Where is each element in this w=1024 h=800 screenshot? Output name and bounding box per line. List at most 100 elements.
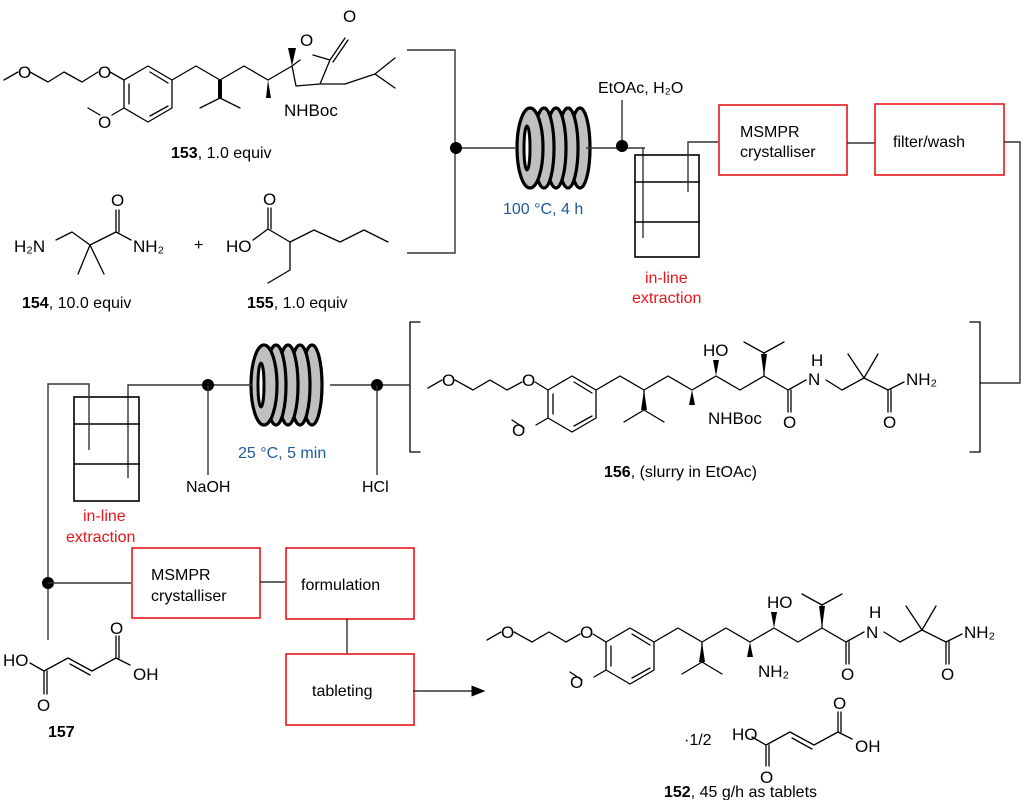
wedge-bond xyxy=(713,360,719,376)
line-reactor2-to-extraction xyxy=(127,384,252,478)
msmpr-crystalliser-1[interactable]: MSMPR crystalliser xyxy=(718,104,848,176)
wedge-bond xyxy=(288,48,296,66)
atom-ho: HO xyxy=(226,237,252,256)
vessel-outlet xyxy=(687,141,718,192)
unit-label: crystalliser xyxy=(151,588,227,605)
compound-154: H₂N NH₂ O 154, 10.0 equiv xyxy=(14,191,164,312)
filter-wash-unit[interactable]: filter/wash xyxy=(874,103,1005,176)
bracket-left xyxy=(409,321,421,453)
atom-o: O xyxy=(442,371,455,390)
atom-o: O xyxy=(760,768,773,787)
reagent-hcl: HCl xyxy=(362,479,389,496)
compound-label-155: 155, 1.0 equiv xyxy=(247,295,348,312)
reactor2-conditions: 25 °C, 5 min xyxy=(238,445,326,462)
extraction-label-1b: extraction xyxy=(632,290,701,307)
compound-label-154: 154, 10.0 equiv xyxy=(22,295,131,312)
bonds-153 xyxy=(3,37,396,123)
atom-o: O xyxy=(883,413,896,432)
wedge-bond xyxy=(266,80,271,98)
atom-nh2-amine: NH₂ xyxy=(758,662,789,681)
atom-nh2: NH₂ xyxy=(133,237,164,256)
reactor1-conditions: 100 °C, 4 h xyxy=(503,201,583,218)
atom-o: O xyxy=(111,191,124,210)
unit-box xyxy=(718,104,848,176)
atom-h2n: H₂N xyxy=(14,237,45,256)
mixing-junction xyxy=(450,142,462,154)
atom-ho: HO xyxy=(732,725,758,744)
atom-ho: HO xyxy=(767,593,793,612)
atom-o: O xyxy=(18,63,31,82)
plus-sign: + xyxy=(194,237,203,254)
unit-label: tableting xyxy=(312,683,373,700)
wedge-bond xyxy=(218,80,222,98)
compound-156: O O O NHBoc HO H N NH₂ O O 156, (slurry … xyxy=(427,341,937,481)
wedge-bond xyxy=(699,642,705,662)
atom-nhboc: NHBoc xyxy=(284,101,338,120)
salt-ratio: ·1/2 xyxy=(684,732,712,749)
extraction-label-1: in-line xyxy=(645,270,688,287)
wedge-bond xyxy=(761,354,767,376)
atom-o: O xyxy=(580,623,593,642)
compound-label-153: 153, 1.0 equiv xyxy=(171,145,272,162)
atom-oh: OH xyxy=(133,665,159,684)
bonds-fumarate xyxy=(751,711,853,767)
formulation-unit[interactable]: formulation xyxy=(285,547,415,620)
wedge-bond xyxy=(771,612,777,628)
tableting-unit[interactable]: tableting xyxy=(285,653,415,726)
atom-nh2: NH₂ xyxy=(964,623,995,642)
atom-ho: HO xyxy=(703,341,729,360)
atom-o: O xyxy=(110,619,123,638)
atom-o: O xyxy=(501,623,514,642)
inline-extraction-vessel-2[interactable] xyxy=(47,383,140,640)
bracket-right xyxy=(969,321,981,453)
reagent-junction xyxy=(616,140,628,152)
inline-extraction-vessel-1[interactable] xyxy=(634,141,718,258)
coil-hole xyxy=(256,361,266,409)
wedge-bond xyxy=(641,390,647,410)
atom-o: O xyxy=(522,371,535,390)
line-to-extraction-1 xyxy=(586,147,645,238)
unit-box xyxy=(131,547,261,619)
atom-o: O xyxy=(941,665,954,684)
atom-o: O xyxy=(263,190,276,209)
atom-o: O xyxy=(783,413,796,432)
atom-o: O xyxy=(570,673,583,692)
atom-n: N xyxy=(866,623,878,642)
unit-box xyxy=(874,103,1005,176)
coil-reactor-1[interactable] xyxy=(515,106,592,190)
wedge-bond xyxy=(689,390,695,405)
atom-nh2: NH₂ xyxy=(906,370,937,389)
atom-o: O xyxy=(37,696,50,715)
atom-o: O xyxy=(98,113,111,132)
line-filter-to-156 xyxy=(980,141,1021,384)
vessel-outlet xyxy=(47,383,90,640)
wedge-bond xyxy=(819,606,825,628)
compound-label-156: 156, (slurry in EtOAc) xyxy=(604,464,757,481)
atom-h: H xyxy=(811,351,823,370)
coil-reactor-2[interactable] xyxy=(249,343,324,427)
atom-oh: OH xyxy=(855,737,881,756)
compound-label-152: 152, 45 g/h as tablets xyxy=(664,784,817,800)
atom-nhboc: NHBoc xyxy=(708,409,762,428)
atom-o: O xyxy=(343,7,356,26)
bonds-156 xyxy=(427,341,905,433)
unit-box xyxy=(285,653,415,726)
extraction-label-2: in-line xyxy=(83,508,126,525)
unit-label: crystalliser xyxy=(740,144,816,161)
atom-o: O xyxy=(98,63,111,82)
unit-label: MSMPR xyxy=(151,567,211,584)
compound-153: O O O O O NHBoc 153, 1.0 equiv xyxy=(3,7,396,162)
atom-o: O xyxy=(833,694,846,713)
atom-o: O xyxy=(300,31,313,50)
coil-hole xyxy=(522,124,532,172)
atom-ho: HO xyxy=(3,651,29,670)
vessel-body xyxy=(73,396,140,502)
compound-155: HO O 155, 1.0 equiv xyxy=(226,190,389,312)
atom-h: H xyxy=(869,603,881,622)
unit-box xyxy=(285,547,415,620)
bonds-152 xyxy=(486,593,963,685)
bonds-155 xyxy=(252,207,389,284)
reagent-etoac-h2o: EtOAc, H₂O xyxy=(598,80,683,97)
msmpr-crystalliser-2[interactable]: MSMPR crystalliser xyxy=(131,547,261,619)
